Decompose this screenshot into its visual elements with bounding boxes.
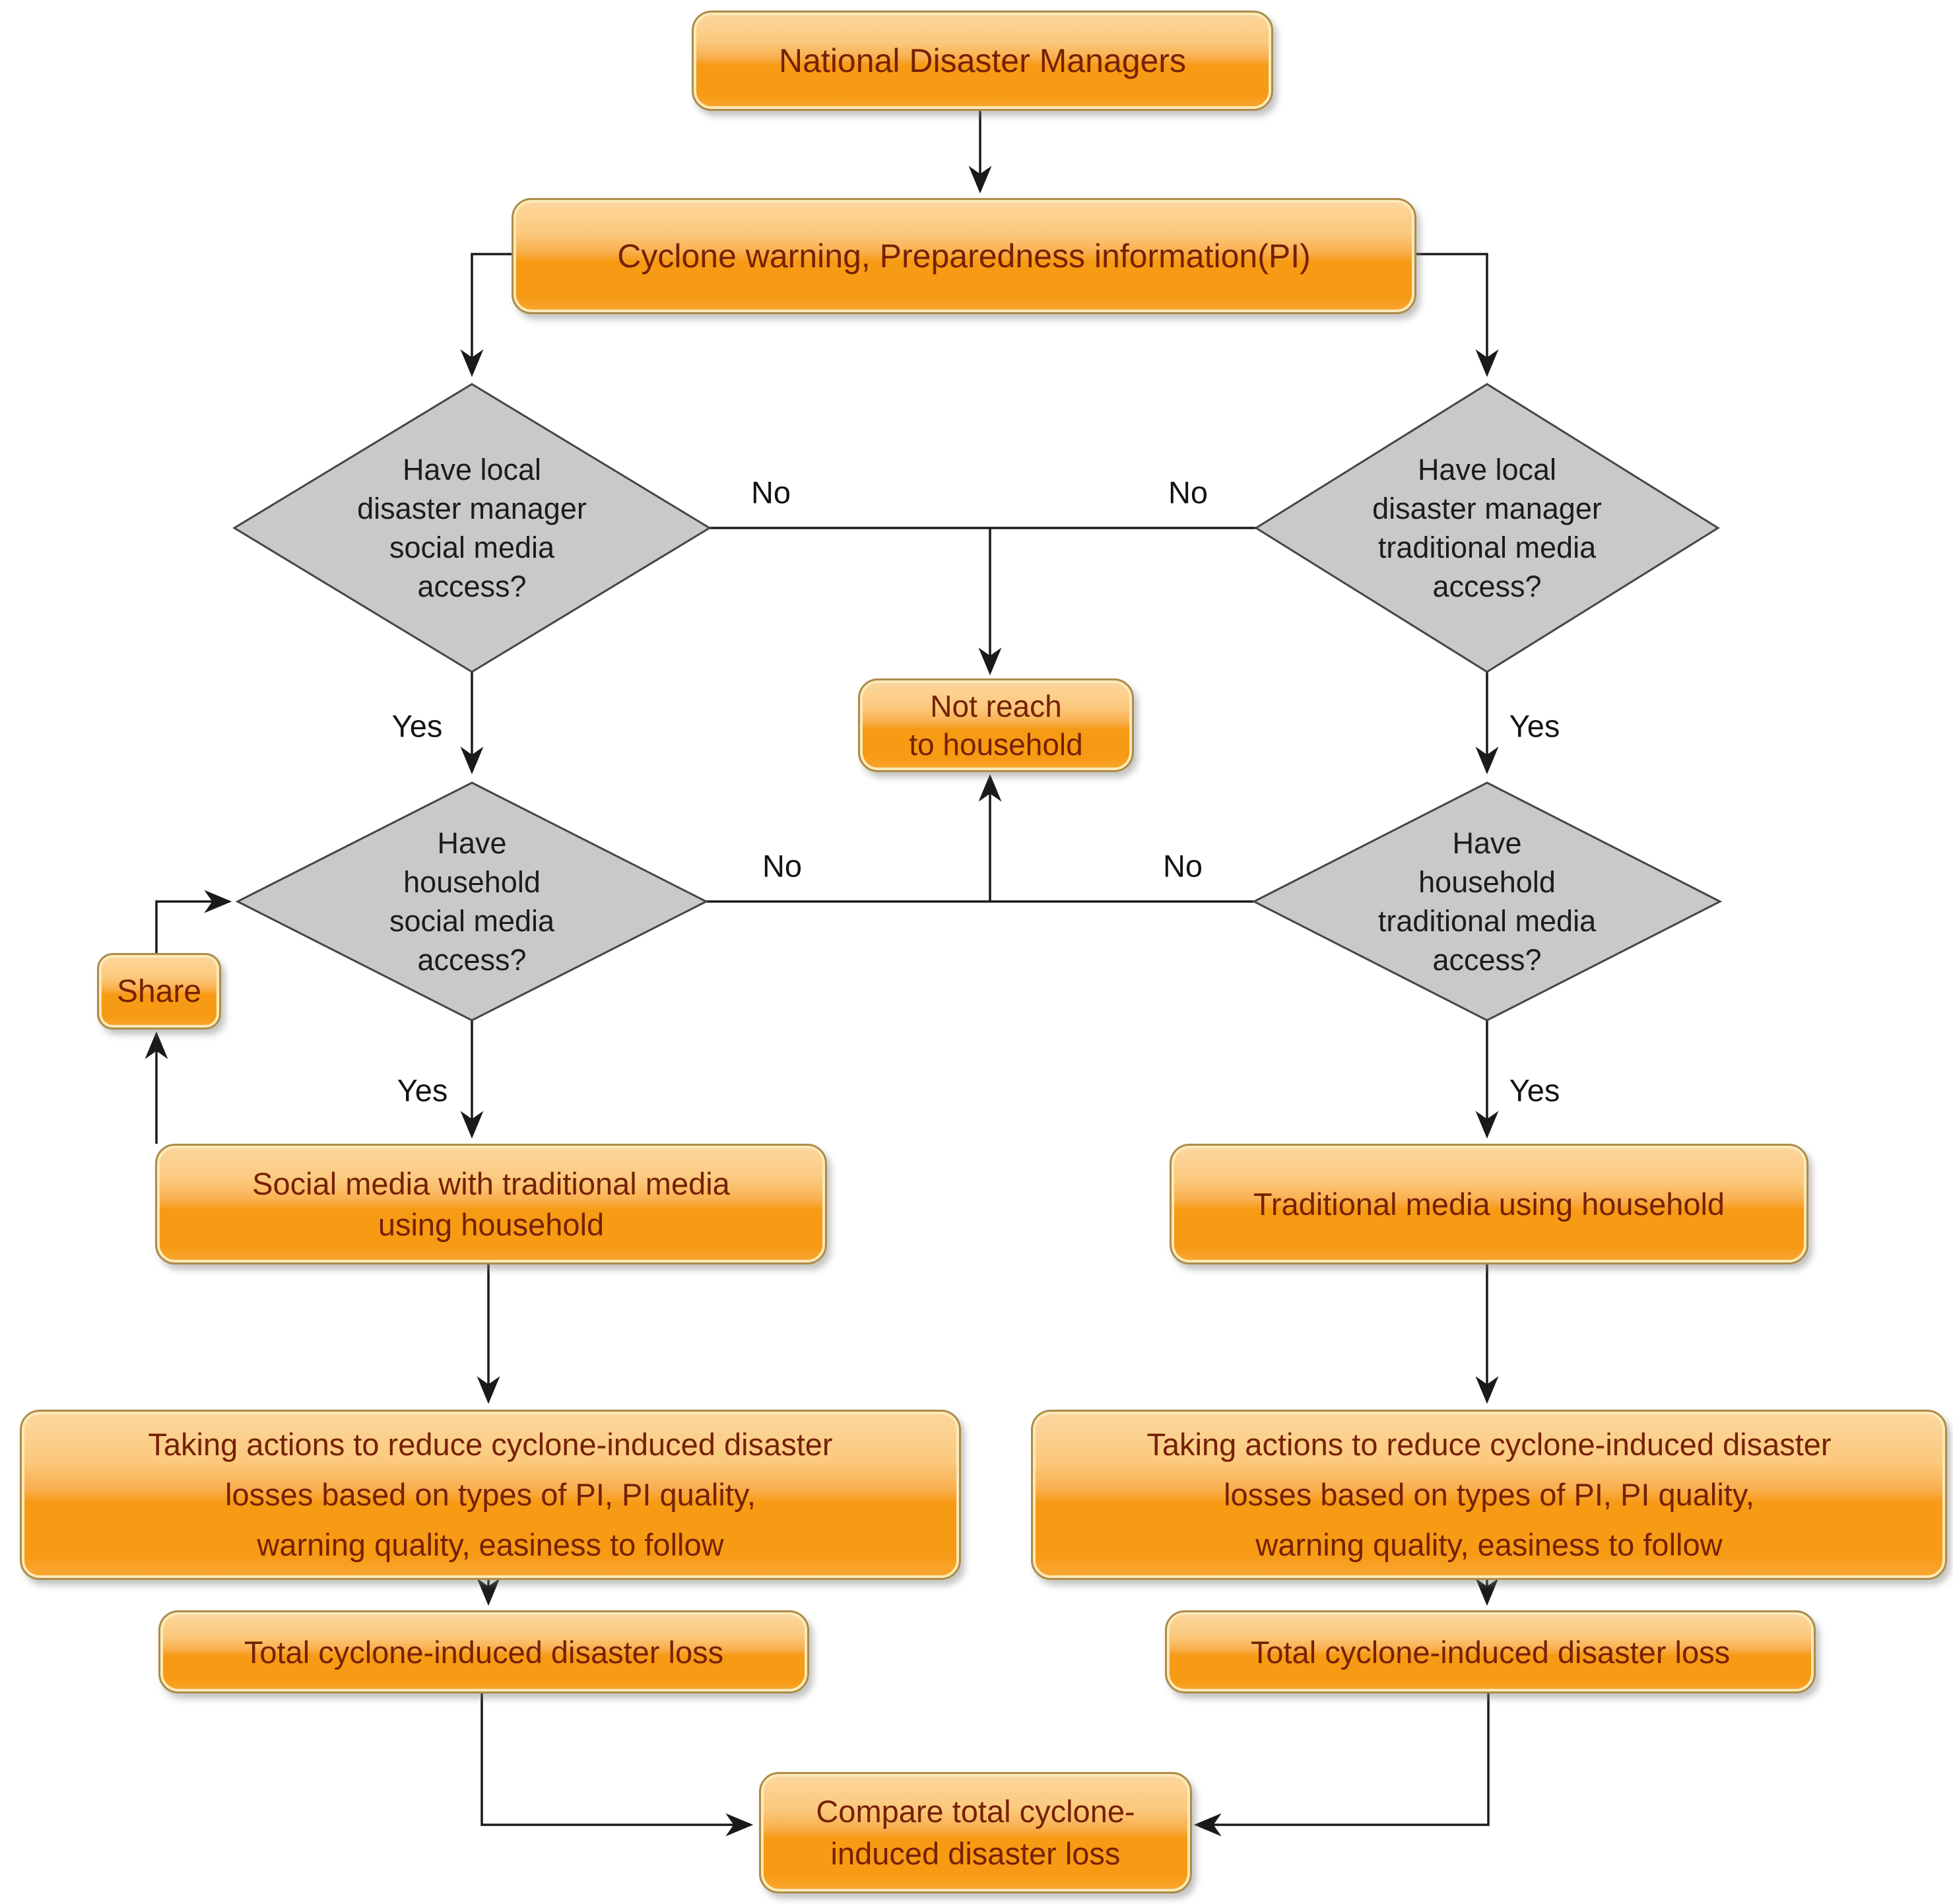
dm-traditional-access-diamond — [1254, 383, 1720, 673]
dm-traditional-access-label: Have local disaster manager traditional … — [1372, 453, 1602, 603]
household-traditional-access-label: Have household traditional media access? — [1377, 826, 1597, 977]
connector-cyclone-to-dm-traditional — [1412, 253, 1499, 378]
connector-total-left-to-compare — [480, 1690, 754, 1837]
compare-loss-box: Compare total cyclone- induced disaster … — [759, 1772, 1192, 1893]
taking-actions-left-box: Taking actions to reduce cyclone-induced… — [20, 1410, 961, 1580]
edge-label-no-hh-traditional: No — [1162, 848, 1203, 884]
edge-label-yes-dm-social: Yes — [391, 708, 443, 744]
social-media-household-label: Social media with traditional media usin… — [252, 1165, 730, 1242]
share-box: Share — [97, 953, 221, 1030]
edge-label-no-dm-social: No — [750, 475, 791, 510]
dm-social-access-label: Have local disaster manager social media… — [357, 453, 587, 603]
taking-actions-right-label: Taking actions to reduce cyclone-induced… — [1146, 1427, 1832, 1562]
connector-share-to-hh-social — [155, 890, 232, 953]
compare-loss-label: Compare total cyclone- induced disaster … — [816, 1794, 1135, 1871]
household-social-access-label: Have household social media access? — [389, 826, 555, 977]
edge-label-yes-hh-social: Yes — [397, 1072, 448, 1108]
national-disaster-managers-box: National Disaster Managers — [692, 11, 1273, 111]
connector-total-right-to-compare — [1193, 1690, 1490, 1837]
total-loss-right-label: Total cyclone-induced disaster loss — [1250, 1634, 1731, 1670]
cyclone-warning-label: Cyclone warning, Preparedness informatio… — [617, 238, 1311, 275]
total-loss-left-box: Total cyclone-induced disaster loss — [158, 1610, 809, 1693]
share-label: Share — [116, 973, 202, 1009]
taking-actions-left-label: Taking actions to reduce cyclone-induced… — [148, 1427, 833, 1562]
household-traditional-access-diamond — [1251, 781, 1723, 1022]
edge-label-yes-hh-traditional: Yes — [1509, 1072, 1560, 1108]
total-loss-right-box: Total cyclone-induced disaster loss — [1165, 1610, 1816, 1693]
national-disaster-managers-label: National Disaster Managers — [779, 42, 1186, 79]
connector-cyclone-to-dm-social — [460, 253, 512, 378]
dm-social-access-diamond — [232, 383, 712, 673]
traditional-media-household-box: Traditional media using household — [1170, 1144, 1808, 1264]
cyclone-warning-box: Cyclone warning, Preparedness informatio… — [512, 198, 1416, 314]
household-social-access-diamond — [235, 781, 709, 1022]
total-loss-left-label: Total cyclone-induced disaster loss — [244, 1634, 724, 1670]
edge-label-no-dm-traditional: No — [1168, 475, 1208, 510]
edge-label-no-hh-social: No — [762, 848, 803, 884]
traditional-media-household-label: Traditional media using household — [1253, 1187, 1725, 1222]
taking-actions-right-box: Taking actions to reduce cyclone-induced… — [1031, 1410, 1947, 1580]
edge-label-yes-dm-traditional: Yes — [1509, 708, 1560, 744]
not-reach-household-box: Not reach to household — [858, 678, 1134, 772]
not-reach-household-label: Not reach to household — [909, 689, 1083, 762]
social-media-household-box: Social media with traditional media usin… — [155, 1144, 827, 1264]
